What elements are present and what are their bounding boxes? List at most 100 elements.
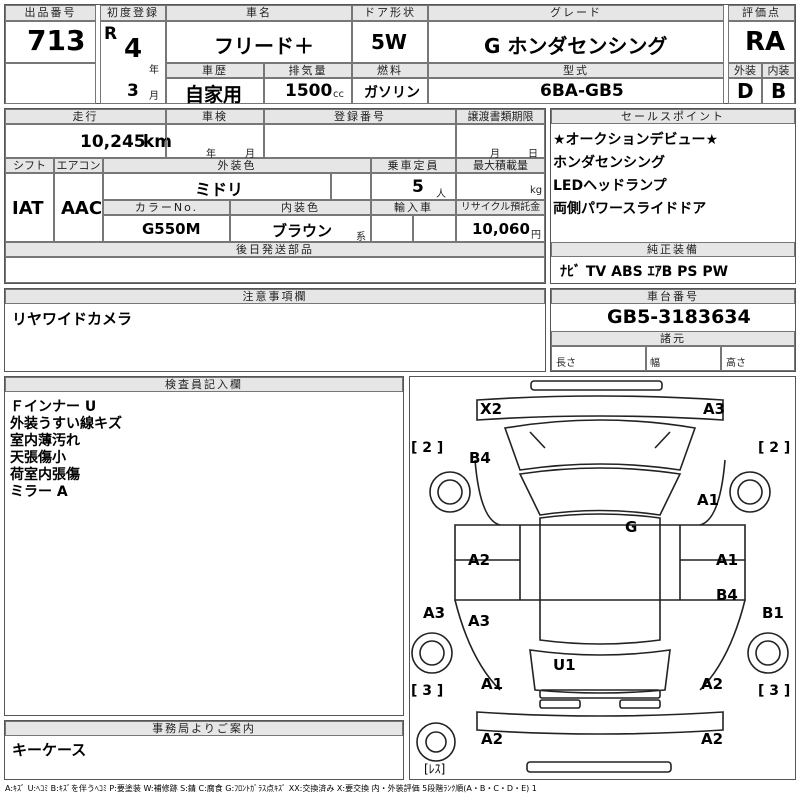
regno-label: 登録番号 <box>264 109 456 124</box>
width-label: 幅 <box>650 358 660 369</box>
displacement-label: 排気量 <box>264 63 352 78</box>
ac: AAC <box>61 198 103 219</box>
length-cell <box>551 346 646 371</box>
fuel-label: 燃料 <box>352 63 428 78</box>
damage-mark: A3 <box>423 604 446 622</box>
interior-color-cell <box>230 215 371 242</box>
month-unit: 月 <box>149 91 159 102</box>
damage-mark: A1 <box>697 491 720 509</box>
car-name-cell <box>166 21 352 63</box>
import-label: 輸入車 <box>371 200 456 215</box>
inspector-line-6: ミラー A <box>10 484 68 500</box>
height-cell <box>721 346 795 371</box>
model-label: 型式 <box>428 63 724 78</box>
import-cell-a <box>371 215 413 242</box>
grade-cell <box>428 21 724 63</box>
ac-cell <box>54 173 103 242</box>
mileage-unit: km <box>143 132 173 152</box>
lot-number: 713 <box>27 24 86 57</box>
displacement-cell <box>264 78 352 104</box>
damage-mark: A1 <box>481 675 504 693</box>
color-cell-extra <box>331 173 371 200</box>
ext-grade: D <box>737 79 754 103</box>
int-grade: B <box>771 79 787 103</box>
damage-mark: A1 <box>716 551 739 569</box>
inspection-label: 車検 <box>166 109 264 124</box>
damage-mark: A2 <box>468 551 491 569</box>
mileage-cell <box>5 124 166 158</box>
lot-label: 出品番号 <box>5 5 96 21</box>
interior-suffix: 系 <box>356 232 366 243</box>
ext-grade-cell <box>728 78 762 104</box>
color-no: G550M <box>142 220 201 238</box>
history: 自家用 <box>185 84 243 106</box>
sales-point-2: ホンダセンシング <box>553 155 665 171</box>
office-label: 事務局よりご案内 <box>5 721 403 736</box>
inspector-label: 検査員記入欄 <box>5 377 403 392</box>
tire-left-rear: [ 3 ] <box>411 683 444 699</box>
import-cell-b <box>413 215 456 242</box>
model: 6BA-GB5 <box>540 81 624 101</box>
chassis-number: GB5-3183634 <box>607 306 751 328</box>
interior-color-label: 内装色 <box>230 200 371 215</box>
recycle-label: リサイクル預託金 <box>456 200 545 215</box>
transfer-month-unit: 月 <box>490 149 500 160</box>
shift-cell <box>5 173 54 242</box>
door-label: ドア形状 <box>352 5 428 21</box>
sales-point-1: ★オークションデビュー★ <box>553 132 719 148</box>
later-parts-label: 後日発送部品 <box>5 242 545 257</box>
equipment: ﾅﾋﾞ TV ABS ｴｱB PS PW <box>560 264 729 280</box>
score-cell <box>728 21 795 63</box>
fuel: ガソリン <box>364 85 420 101</box>
damage-mark: G <box>625 518 638 536</box>
later-parts-cell <box>5 257 545 283</box>
recycle-unit: 円 <box>531 230 541 241</box>
spec-label: 諸元 <box>551 331 795 346</box>
width-cell <box>646 346 721 371</box>
chassis-label: 車台番号 <box>551 289 795 304</box>
sales-point-4: 両側パワースライドドア <box>553 201 707 217</box>
score-label: 評価点 <box>728 5 795 21</box>
history-label: 車歴 <box>166 63 264 78</box>
notes-text: リヤワイドカメラ <box>12 310 133 328</box>
reg-year: 4 <box>124 34 143 64</box>
load-unit: kg <box>530 185 543 196</box>
fuel-cell <box>352 78 428 104</box>
damage-mark: A2 <box>701 675 724 693</box>
inspector-line-4: 天張傷小 <box>10 450 66 466</box>
damage-mark: B4 <box>469 449 491 467</box>
color: ミドリ <box>195 180 244 199</box>
displacement: 1500 <box>285 81 333 101</box>
legend: A:ｷｽﾞ U:ﾍｺﾐ B:ｷｽﾞを伴うﾍｺﾐ P:要塗装 W:補修跡 S:錆 … <box>5 784 537 793</box>
displacement-unit: cc <box>333 89 344 100</box>
first-reg-cell <box>100 21 166 104</box>
shift: IAT <box>12 198 44 219</box>
sales-point-3: LEDヘッドランプ <box>553 178 667 194</box>
spare-tire-label: [ﾚｽ] <box>424 762 446 776</box>
car-name-label: 車名 <box>166 5 352 21</box>
capacity-unit: 人 <box>436 189 446 200</box>
tire-right-rear: [ 3 ] <box>758 683 791 699</box>
first-reg-label: 初度登録 <box>100 5 166 21</box>
equipment-label: 純正装備 <box>551 242 795 257</box>
damage-mark: B1 <box>762 604 784 622</box>
recycle: 10,060 <box>472 220 530 238</box>
grade: G ホンダセンシング <box>484 34 668 58</box>
sales-points-label: セールスポイント <box>551 109 795 124</box>
car-name: フリード＋ <box>214 34 314 58</box>
tire-left-front: [ 2 ] <box>411 440 444 456</box>
inspection-cell <box>166 124 264 158</box>
ext-grade-label: 外装 <box>728 63 762 78</box>
inspector-line-1: Ｆインナー U <box>10 399 97 415</box>
inspector-line-3: 室内薄汚れ <box>10 433 80 449</box>
interior-color: ブラウン <box>272 222 333 240</box>
mileage-label: 走行 <box>5 109 166 124</box>
ac-label: エアコン <box>54 158 103 173</box>
capacity-cell <box>371 173 456 200</box>
colorno-cell <box>103 215 230 242</box>
inspection-year-unit: 年 <box>206 149 216 160</box>
regno-cell <box>264 124 456 158</box>
shift-label: シフト <box>5 158 54 173</box>
damage-diagram-block <box>409 376 796 780</box>
